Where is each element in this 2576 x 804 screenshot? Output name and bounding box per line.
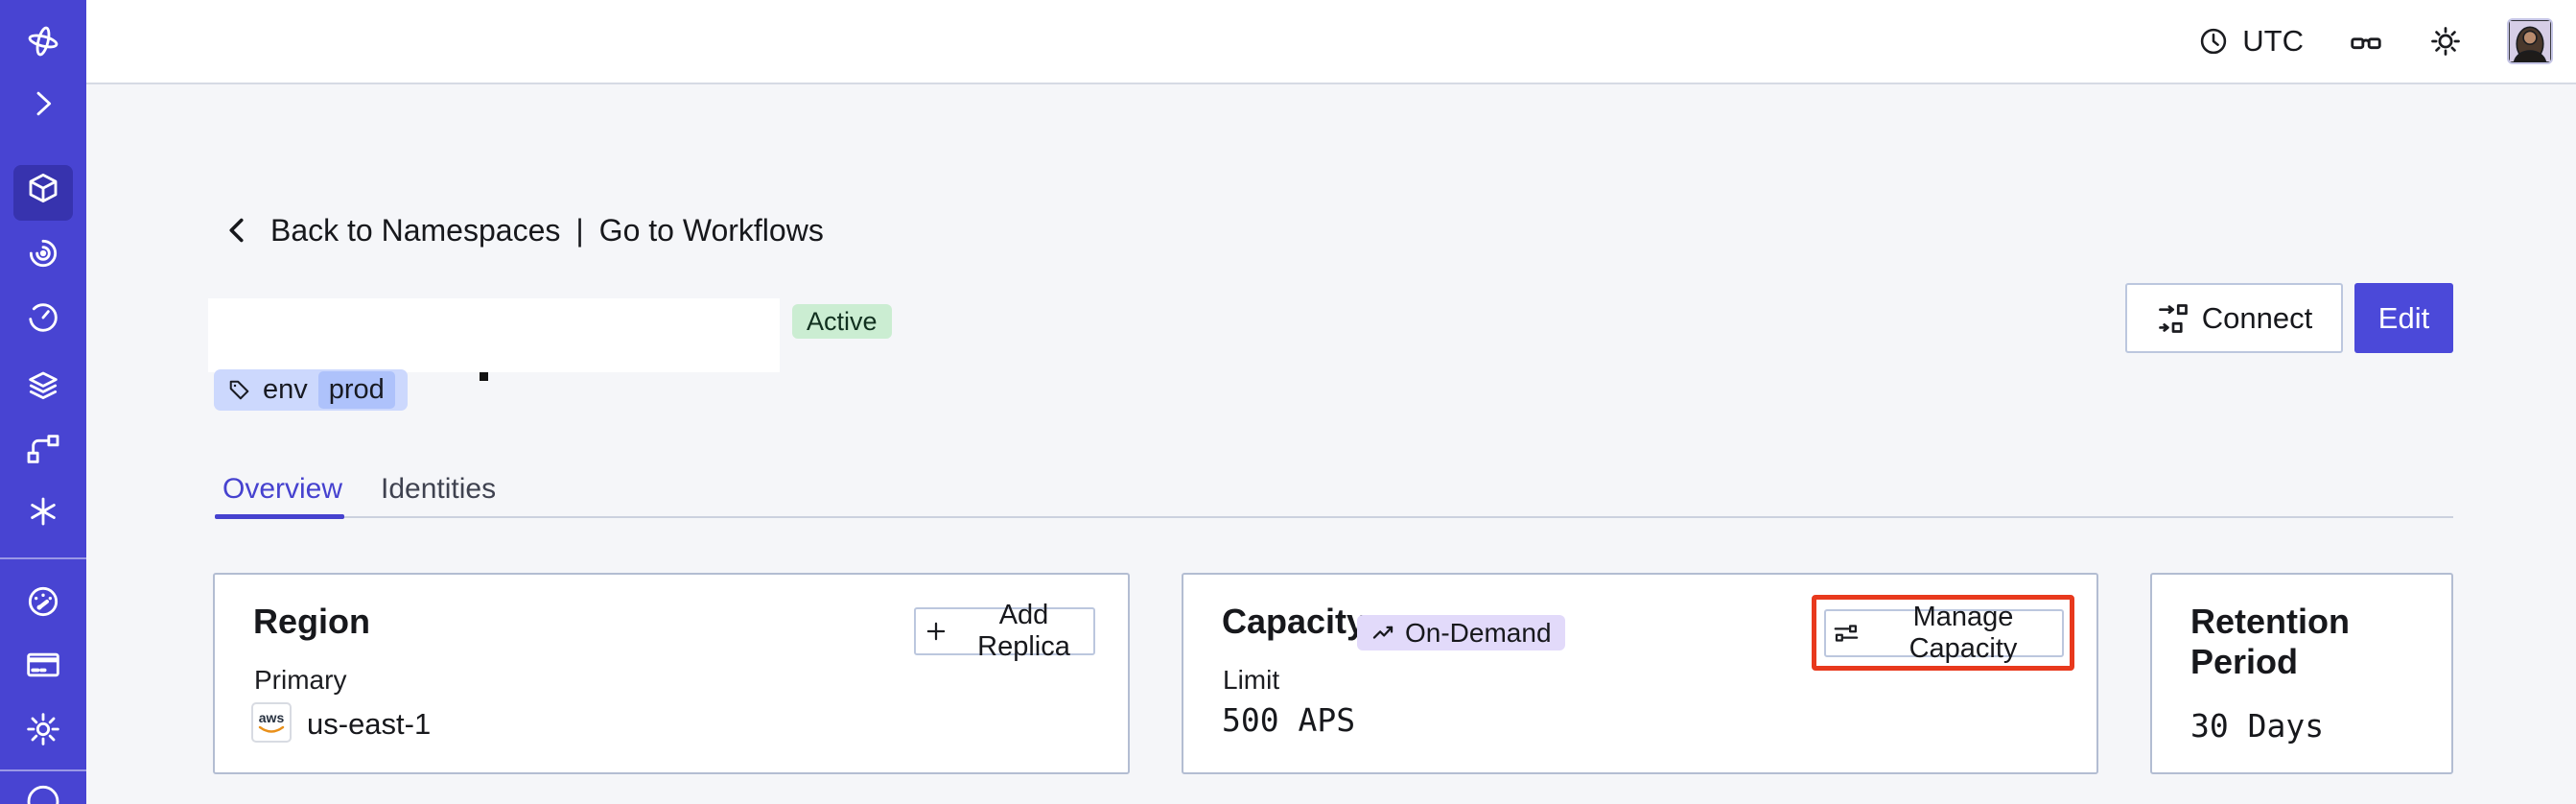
sun-icon (2431, 27, 2460, 56)
add-replica-label: Add Replica (977, 600, 1070, 662)
add-replica-button[interactable]: Add Replica (914, 600, 1095, 662)
connect-label: Connect (2201, 300, 2313, 335)
svg-text:aws: aws (259, 710, 285, 725)
primary-label: Primary (254, 665, 347, 695)
on-demand-badge: On-Demand (1357, 615, 1565, 650)
timezone-selector[interactable]: UTC (2197, 24, 2304, 59)
sidebar-expand-chevron-icon[interactable] (24, 84, 62, 123)
glasses-icon (2351, 37, 2381, 50)
capacity-card: Capacity On-Demand Manage Capacity Limit… (1182, 573, 2098, 774)
main-content: Back to Namespaces | Go to Workflows Act… (86, 84, 2576, 804)
limit-label: Limit (1223, 665, 1280, 695)
sidebar-item-deployments-layers-icon[interactable] (24, 367, 62, 406)
user-avatar[interactable] (2507, 18, 2553, 64)
breadcrumb-separator: | (575, 212, 584, 248)
sidebar-item-usage-gauge-icon[interactable] (24, 582, 62, 621)
namespace-status-badge: Active (792, 304, 892, 339)
redacted-namespace-name (208, 298, 780, 372)
retention-card-title: Retention Period (2190, 602, 2350, 681)
region-card: Region Add Replica Primary aws us-east-1 (213, 573, 1130, 774)
manage-capacity-label: Manage Capacity (1909, 602, 2018, 664)
go-to-workflows-link[interactable]: Go to Workflows (598, 212, 824, 248)
tag-icon (226, 377, 252, 403)
edit-label: Edit (2377, 300, 2430, 335)
sidebar-divider (0, 557, 86, 559)
tab-identities[interactable]: Identities (381, 473, 497, 505)
redaction-artifact-dot (480, 372, 488, 381)
connect-icon (2156, 301, 2190, 336)
sidebar-item-namespaces-cube-icon[interactable] (24, 170, 62, 208)
timezone-label: UTC (2242, 24, 2304, 58)
capacity-card-title: Capacity (1222, 602, 1367, 641)
sidebar-item-schedules-clock-icon[interactable] (24, 298, 62, 337)
active-tab-underline (215, 514, 344, 519)
sidebar-item-batch-operations-branch-icon[interactable] (24, 430, 62, 468)
connect-button[interactable]: Connect (2125, 283, 2343, 353)
top-bar: UTC (86, 0, 2576, 84)
capacity-limit-value: 500 APS (1222, 701, 1356, 739)
edit-button[interactable]: Edit (2354, 283, 2453, 353)
manage-capacity-button[interactable]: Manage Capacity (1824, 602, 2064, 664)
trending-up-icon (1370, 620, 1396, 646)
region-value: us-east-1 (307, 707, 432, 741)
tab-overview[interactable]: Overview (222, 473, 343, 505)
chevron-left-icon (221, 213, 255, 248)
plus-icon (922, 617, 950, 646)
retention-value: 30 Days (2190, 707, 2325, 745)
region-card-title: Region (253, 602, 370, 641)
namespace-tag-chip: env prod (214, 369, 408, 411)
sliders-icon (1832, 619, 1861, 648)
temporal-logo-icon[interactable] (24, 22, 62, 60)
sidebar-item-nexus-asterisk-icon[interactable] (24, 492, 62, 531)
clock-icon (2197, 25, 2230, 58)
sidebar-item-help-circle-icon[interactable] (24, 779, 62, 804)
retention-card: Retention Period 30 Days (2150, 573, 2453, 774)
theme-toggle-button[interactable] (2428, 24, 2463, 59)
aws-provider-icon: aws (251, 702, 292, 743)
sidebar-divider (0, 769, 86, 771)
labs-glasses-button[interactable] (2348, 23, 2384, 59)
sidebar-item-settings-gear-icon[interactable] (24, 710, 62, 748)
sidebar-item-workflows-spiral-icon[interactable] (24, 234, 62, 272)
tabs-divider (215, 516, 2453, 518)
back-to-namespaces-link[interactable]: Back to Namespaces (270, 212, 561, 248)
tag-key: env (263, 374, 308, 405)
tag-value: prod (317, 371, 395, 409)
sidebar-nav (0, 0, 86, 804)
on-demand-label: On-Demand (1405, 617, 1552, 648)
sidebar-item-billing-card-icon[interactable] (24, 646, 62, 684)
status-label: Active (807, 306, 878, 336)
breadcrumb: Back to Namespaces | Go to Workflows (221, 209, 824, 251)
